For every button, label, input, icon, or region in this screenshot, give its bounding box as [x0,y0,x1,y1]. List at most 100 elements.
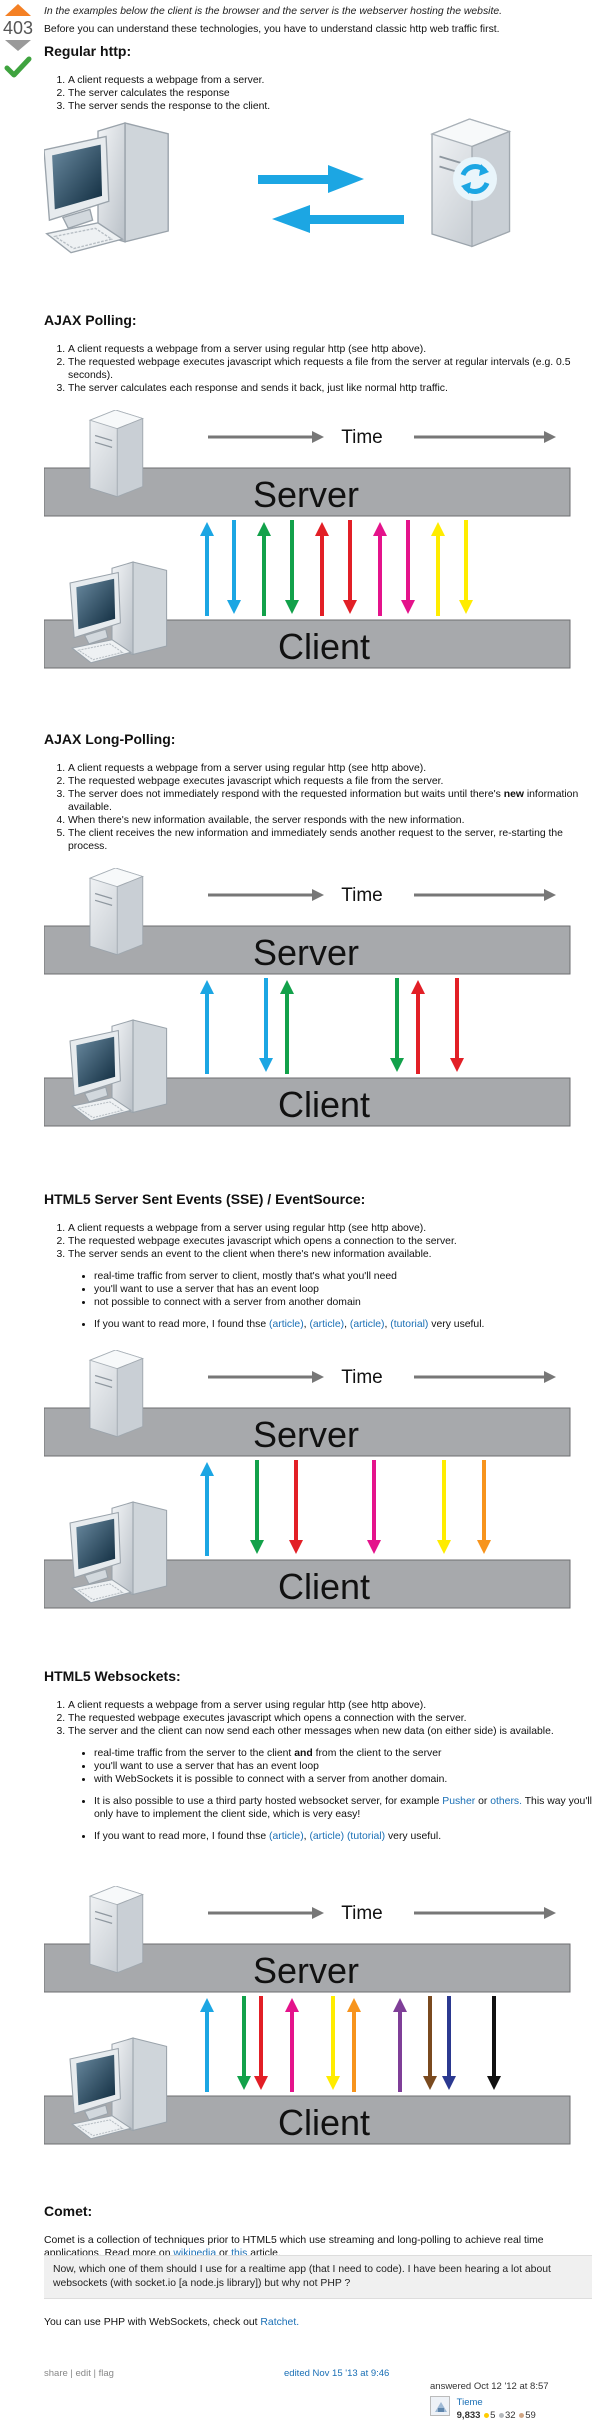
client-computer-icon [69,1501,168,1604]
answer-body: In the examples below the client is the … [44,0,594,113]
list-item: you'll want to use a server that has an … [94,1760,594,1773]
this-link[interactable]: this [231,2248,248,2259]
response-arrow [423,1996,437,2090]
wikipedia-link[interactable]: wikipedia [173,2248,217,2259]
list-item: The requested webpage executes javascrip… [68,1712,594,1725]
request-arrow [431,522,445,616]
time-arrow-head [544,889,556,901]
heading-websockets: HTML5 Websockets: [44,1668,181,1684]
server-label: Server [253,1950,359,1991]
list-item: The requested webpage executes javascrip… [68,1235,594,1248]
ajax-polling-list: A client requests a webpage from a serve… [44,343,594,395]
client-computer-icon [69,2037,168,2140]
server-tower-icon [89,1886,144,1974]
request-arrow [373,522,387,616]
ratchet-text: You can use PHP with WebSockets, check o… [44,2317,258,2328]
response-arrow [326,1996,340,2090]
section-long-polling: AJAX Long-Polling: A client requests a w… [44,730,594,853]
regular-http-list: A client requests a webpage from a serve… [44,74,594,113]
client-label: Client [278,1566,370,1607]
response-arrow [450,978,464,1072]
list-item: The server and the client can now send e… [68,1725,594,1738]
response-arrow [343,520,357,614]
downvote-arrow-icon[interactable] [5,40,31,51]
question-comment: Now, which one of them should I use for … [44,2255,592,2299]
response-arrow [459,520,473,614]
time-label: Time [341,885,383,906]
time-arrow-head [312,1371,324,1383]
list-item: If you want to read more, I found thse (… [94,1318,594,1331]
response-arrow [259,978,273,1072]
user-name-link[interactable]: Tieme [456,2397,483,2408]
list-item: The client receives the new information … [68,827,594,853]
flag-link[interactable]: flag [98,2368,114,2379]
readmore-text: very useful. [431,1319,485,1330]
accepted-check-icon [4,56,32,78]
vote-cell: 403 [0,0,36,84]
section-websockets: HTML5 Websockets: A client requests a we… [44,1667,594,1843]
tutorial-link[interactable]: (tutorial) [390,1319,429,1330]
edited-timestamp[interactable]: edited Nov 15 '13 at 9:46 [284,2368,390,2379]
article-link[interactable]: (article) [269,1319,304,1330]
response-arrow [289,1460,303,1554]
list-item: with WebSockets it is possible to connec… [94,1773,594,1786]
bronze-badge-icon [519,2412,525,2418]
list-item-text: or [478,1796,488,1807]
list-item-text: The server does not immediately respond … [68,789,501,800]
client-label: Client [278,626,370,667]
request-arrow [200,1462,214,1556]
list-item: The requested webpage executes javascrip… [68,775,594,788]
article-link[interactable]: (article) [269,1831,304,1842]
sse-list: A client requests a webpage from a serve… [44,1222,594,1261]
article-link[interactable]: (article) [309,1831,345,1842]
response-arrow [285,520,299,614]
before-text: Before you can understand these technolo… [44,24,500,35]
client-computer-icon [69,1019,168,1122]
list-item: It is also possible to use a third party… [94,1795,594,1821]
sse-bullets: real-time traffic from server to client,… [44,1270,594,1309]
bold-text: and [294,1748,313,1759]
list-item: A client requests a webpage from a serve… [68,1222,594,1235]
response-arrow [254,1996,268,2090]
others-link[interactable]: others. [490,1796,522,1807]
request-arrow [285,1998,299,2092]
list-item: real-time traffic from the server to the… [94,1747,594,1760]
edit-link[interactable]: edit [75,2368,91,2379]
share-link[interactable]: share [44,2368,68,2379]
list-item: The server does not immediately respond … [68,788,594,814]
upvote-arrow-icon[interactable] [5,4,31,16]
server-tower-icon [89,1350,144,1438]
heading-sse: HTML5 Server Sent Events (SSE) / EventSo… [44,1191,366,1207]
websockets-list: A client requests a webpage from a serve… [44,1699,594,1738]
heading-regular-http: Regular http: [44,43,132,59]
list-item-text: information available. [68,789,579,813]
time-arrow-head [312,889,324,901]
article-link[interactable]: (article) [349,1319,385,1330]
client-computer-icon [69,561,168,664]
sse-readmore: If you want to read more, I found thse (… [44,1318,594,1331]
pusher-link[interactable]: Pusher [442,1796,476,1807]
request-arrow [200,980,214,1074]
readmore-text: If you want to read more, I found thse [94,1319,267,1330]
readmore-text: If you want to read more, I found thse [94,1831,267,1842]
server-label: Server [253,932,359,973]
comet-or: or [219,2248,229,2259]
response-arrow [390,978,404,1072]
avatar[interactable] [430,2396,450,2416]
server-label: Server [253,474,359,515]
bold-text: new [503,789,524,800]
ratchet-link[interactable]: Ratchet. [260,2317,300,2328]
article-link[interactable]: (article) [309,1319,345,1330]
request-arrow [200,522,214,616]
ratchet-note: You can use PHP with WebSockets, check o… [44,2316,594,2329]
time-label: Time [341,427,383,448]
request-arrow [200,1998,214,2092]
list-item-text: real-time traffic from the server to the… [94,1748,292,1759]
time-label: Time [341,1367,383,1388]
list-item: A client requests a webpage from a serve… [68,1699,594,1712]
gold-badge-icon [484,2412,490,2418]
tutorial-link[interactable]: (tutorial) [346,1831,386,1842]
